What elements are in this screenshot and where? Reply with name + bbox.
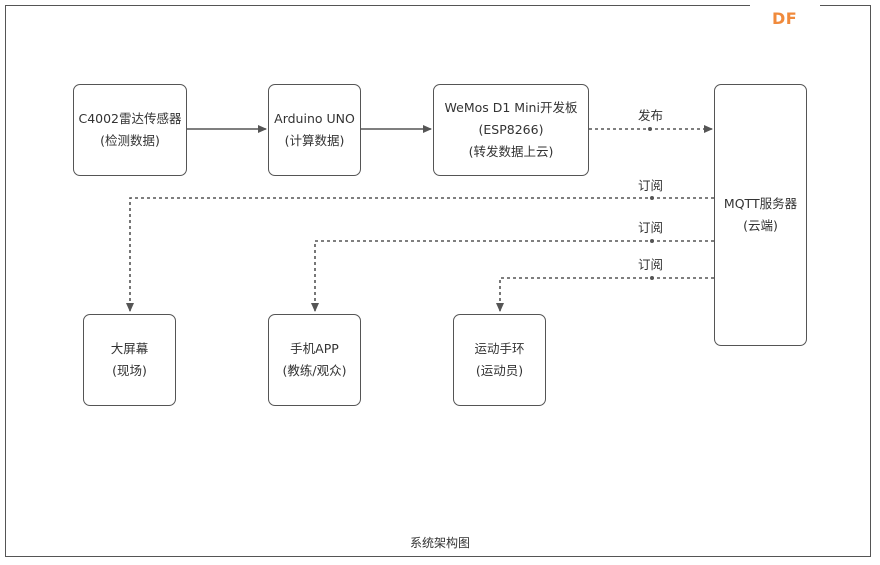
node-wemos: WeMos D1 Mini开发板 (ESP8266) (转发数据上云) <box>433 84 589 176</box>
subscribe-band-dot <box>650 276 654 280</box>
edge-label-publish: 发布 <box>638 108 664 123</box>
node-fitness-band: 运动手环 (运动员) <box>453 314 546 406</box>
edge-label-subscribe-app: 订阅 <box>638 220 664 235</box>
node-app-title: 手机APP <box>290 341 339 356</box>
node-screen-title: 大屏幕 <box>110 341 149 356</box>
arrow-mqtt-to-app <box>311 240 714 312</box>
subscribe-app-dot <box>650 239 654 243</box>
diagram-frame <box>5 5 871 557</box>
node-wemos-subtitle: (转发数据上云) <box>468 144 554 159</box>
node-band-title: 运动手环 <box>474 341 525 356</box>
node-wemos-chip: (ESP8266) <box>478 122 544 137</box>
node-arduino-title: Arduino UNO <box>274 111 355 126</box>
node-radar-title: C4002雷达传感器 <box>78 111 182 126</box>
node-screen-subtitle: (现场) <box>112 363 147 378</box>
df-logo: DF <box>772 9 798 28</box>
diagram-caption: 系统架构图 <box>409 536 470 550</box>
arrow-mqtt-to-screen <box>126 197 714 312</box>
arrow-mqtt-to-band <box>496 277 714 312</box>
logo-background <box>750 0 820 34</box>
node-radar-sensor: C4002雷达传感器 (检测数据) <box>73 84 187 176</box>
node-mqtt-title: MQTT服务器 <box>723 196 798 211</box>
edge-label-subscribe-screen: 订阅 <box>638 178 664 193</box>
edge-label-subscribe-band: 订阅 <box>638 257 664 272</box>
publish-dot <box>648 127 652 131</box>
node-mqtt-subtitle: (云端) <box>743 218 778 233</box>
node-wemos-title: WeMos D1 Mini开发板 <box>444 100 578 115</box>
node-radar-subtitle: (检测数据) <box>100 133 160 148</box>
node-arduino: Arduino UNO (计算数据) <box>268 84 361 176</box>
node-app-subtitle: (教练/观众) <box>282 363 347 378</box>
node-band-subtitle: (运动员) <box>475 363 524 378</box>
subscribe-screen-dot <box>650 196 654 200</box>
node-arduino-subtitle: (计算数据) <box>284 133 345 148</box>
node-big-screen: 大屏幕 (现场) <box>83 314 176 406</box>
node-mobile-app: 手机APP (教练/观众) <box>268 314 361 406</box>
node-mqtt-server: MQTT服务器 (云端) <box>714 84 807 346</box>
